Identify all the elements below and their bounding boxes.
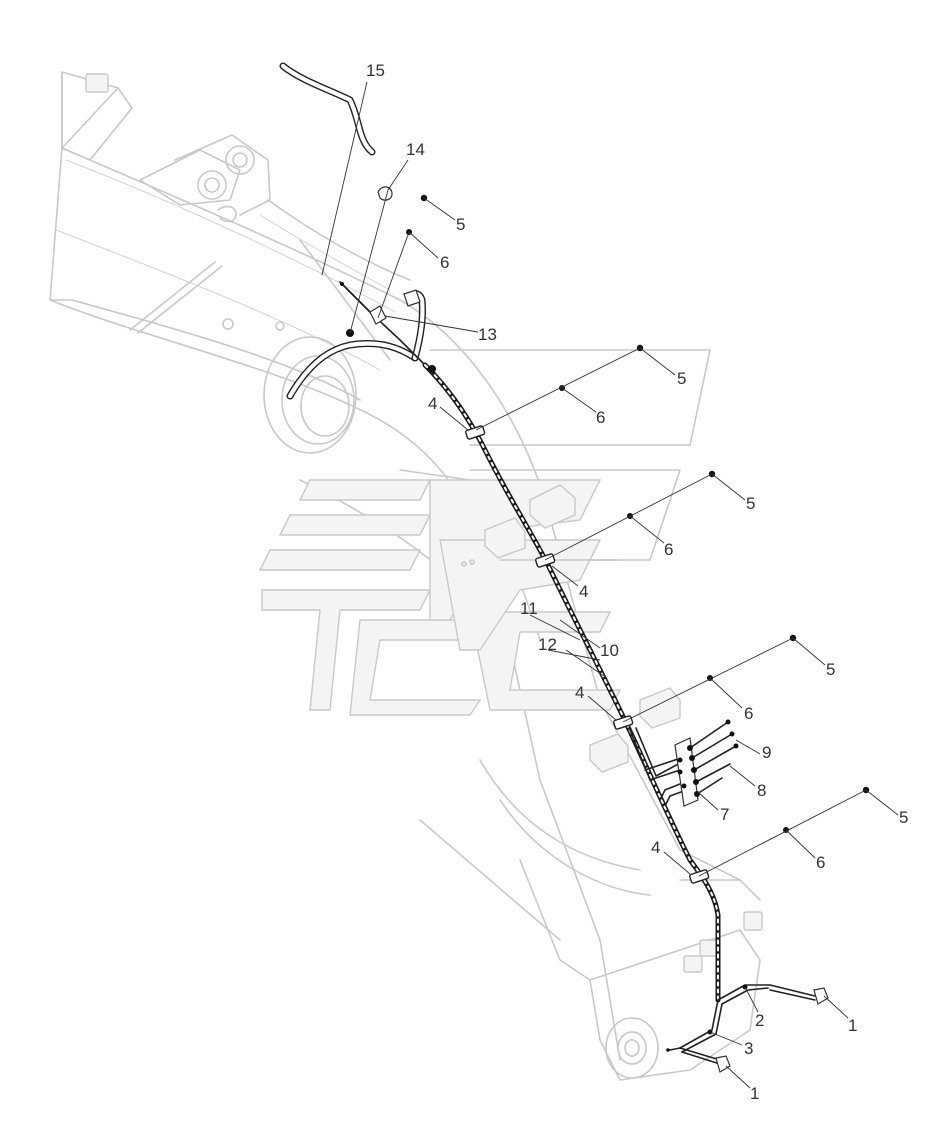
boom-structure [49, 71, 763, 1081]
callout-5: 5 [826, 660, 835, 679]
callout-8: 8 [757, 781, 766, 800]
callout-6: 6 [440, 253, 449, 272]
callout-4: 4 [651, 838, 660, 857]
pipe-15 [279, 62, 376, 156]
callout-15: 15 [366, 61, 385, 80]
leader-lines [321, 81, 899, 1089]
callout-14: 14 [406, 140, 425, 159]
end-fitting-1-upper [813, 987, 829, 1005]
clamp-4-a [465, 425, 486, 440]
callout-labels: 15 14 5 6 13 5 6 4 5 6 4 11 10 12 5 6 4 … [366, 61, 908, 1103]
callout-1: 1 [848, 1016, 857, 1035]
callout-7: 7 [720, 805, 729, 824]
fitting-13 [369, 305, 387, 325]
callout-6: 6 [596, 408, 605, 427]
callout-9: 9 [762, 743, 771, 762]
callout-10: 10 [600, 641, 619, 660]
callout-2: 2 [755, 1011, 764, 1030]
callout-1: 1 [750, 1084, 759, 1103]
main-hose-bundle [422, 362, 721, 1003]
callout-5: 5 [456, 215, 465, 234]
hydraulic-lines [279, 62, 829, 1073]
callout-5: 5 [677, 369, 686, 388]
callout-6: 6 [664, 540, 673, 559]
callout-13: 13 [478, 325, 497, 344]
callout-4: 4 [428, 394, 437, 413]
callout-3: 3 [744, 1039, 753, 1058]
callout-5: 5 [746, 494, 755, 513]
callout-12: 12 [538, 635, 557, 654]
callout-6: 6 [744, 704, 753, 723]
callout-11: 11 [520, 599, 538, 618]
callout-4: 4 [579, 582, 588, 601]
callout-6: 6 [816, 853, 825, 872]
boom-mount-blocks [484, 484, 681, 773]
callout-5: 5 [899, 808, 908, 827]
end-fitting-1-lower [715, 1055, 731, 1073]
junction-block-7 [674, 737, 699, 807]
callout-4: 4 [575, 683, 584, 702]
fitting-14 [377, 186, 393, 201]
